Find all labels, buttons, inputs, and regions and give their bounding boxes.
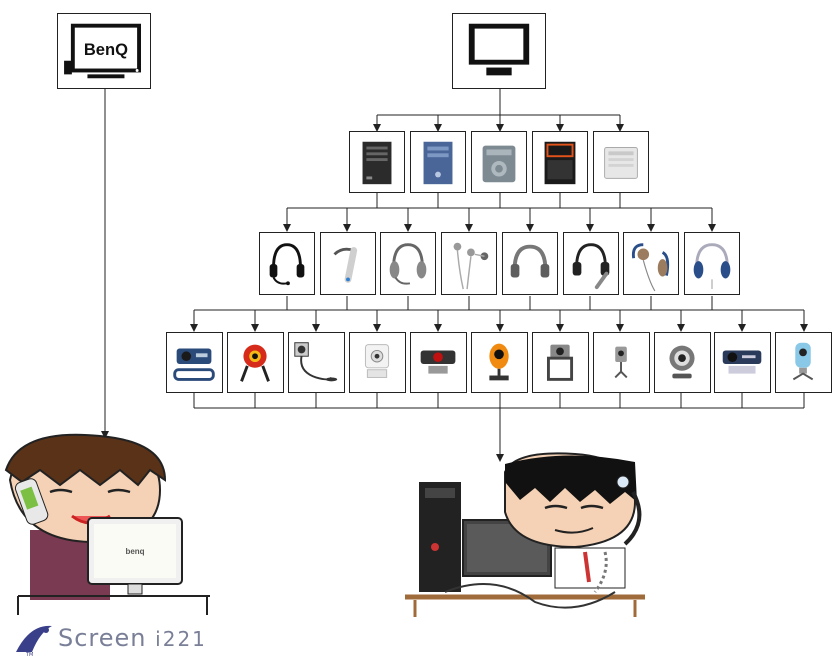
logo-model: i221 bbox=[155, 627, 207, 651]
headset-box-4 bbox=[441, 232, 497, 295]
grey-headset-mic-icon bbox=[389, 243, 427, 285]
headset-box-8 bbox=[684, 232, 740, 295]
girl-cartoon-illustration: benq bbox=[4, 433, 210, 615]
webcam-box-9 bbox=[654, 332, 711, 393]
webcam-box-5 bbox=[410, 332, 467, 393]
grey-headphones-icon bbox=[510, 244, 550, 278]
pc-box-2 bbox=[410, 131, 466, 193]
headset-box-6 bbox=[563, 232, 619, 295]
boy-cartoon-illustration bbox=[405, 452, 645, 617]
headset-box-2 bbox=[320, 232, 376, 295]
webcam-box-1 bbox=[166, 332, 223, 393]
mini-tripod-webcam-icon bbox=[614, 346, 628, 379]
trademark-label: TM bbox=[25, 652, 33, 658]
iscreen-logo-mark: TM bbox=[16, 625, 52, 658]
webcam-box-2 bbox=[227, 332, 284, 393]
webcam-box-7 bbox=[532, 332, 589, 393]
grey-cube-pc-icon bbox=[482, 145, 516, 183]
webcam-box-11 bbox=[775, 332, 832, 393]
black-headset-boom-mic-icon bbox=[572, 243, 610, 290]
blue-tower-pc-icon bbox=[423, 141, 453, 185]
headset-box-3 bbox=[380, 232, 436, 295]
ear-hook-earphones-icon bbox=[631, 243, 670, 292]
pc-box-1 bbox=[349, 131, 405, 193]
headset-box-7 bbox=[623, 232, 679, 295]
red-lens-bar-webcam-icon bbox=[420, 350, 456, 374]
headset-box-5 bbox=[502, 232, 558, 295]
monitor-icon bbox=[468, 23, 530, 76]
red-orb-webcam-icon bbox=[240, 344, 270, 382]
pc-box-4 bbox=[532, 131, 588, 193]
gooseneck-webcam-icon bbox=[294, 342, 338, 382]
benq-monitor-icon bbox=[64, 23, 141, 79]
webcam-box-4 bbox=[349, 332, 406, 393]
clip-frame-webcam-icon bbox=[546, 344, 574, 381]
target-monitor-box bbox=[452, 13, 546, 89]
webcam-box-10 bbox=[714, 332, 771, 393]
webcam-box-3 bbox=[288, 332, 345, 393]
orange-orb-webcam-icon bbox=[489, 343, 509, 381]
round-silver-webcam-icon bbox=[669, 345, 695, 379]
iscreen-logo: TM Screen i221 bbox=[12, 622, 252, 658]
black-headset-mic-icon bbox=[269, 243, 305, 286]
svg-text:benq: benq bbox=[125, 547, 144, 556]
logo-word: Screen bbox=[58, 624, 147, 652]
benq-monitor-box: BenQ bbox=[57, 13, 151, 89]
headset-box-1 bbox=[259, 232, 315, 295]
light-blue-webcam-icon bbox=[792, 342, 814, 381]
white-compact-pc-icon bbox=[604, 147, 638, 179]
wide-bar-webcam-icon bbox=[722, 350, 762, 374]
white-square-webcam-icon bbox=[364, 344, 390, 378]
blue-headphones-icon bbox=[693, 243, 731, 290]
pc-box-5 bbox=[593, 131, 649, 193]
orange-black-pc-icon bbox=[544, 141, 576, 185]
earbuds-icon bbox=[453, 242, 489, 290]
monitor-clip-webcam-icon bbox=[173, 348, 215, 381]
pc-box-3 bbox=[471, 131, 527, 193]
black-tower-pc-icon bbox=[362, 141, 392, 185]
bluetooth-earpiece-icon bbox=[333, 247, 358, 283]
webcam-box-8 bbox=[593, 332, 650, 393]
webcam-box-6 bbox=[471, 332, 528, 393]
